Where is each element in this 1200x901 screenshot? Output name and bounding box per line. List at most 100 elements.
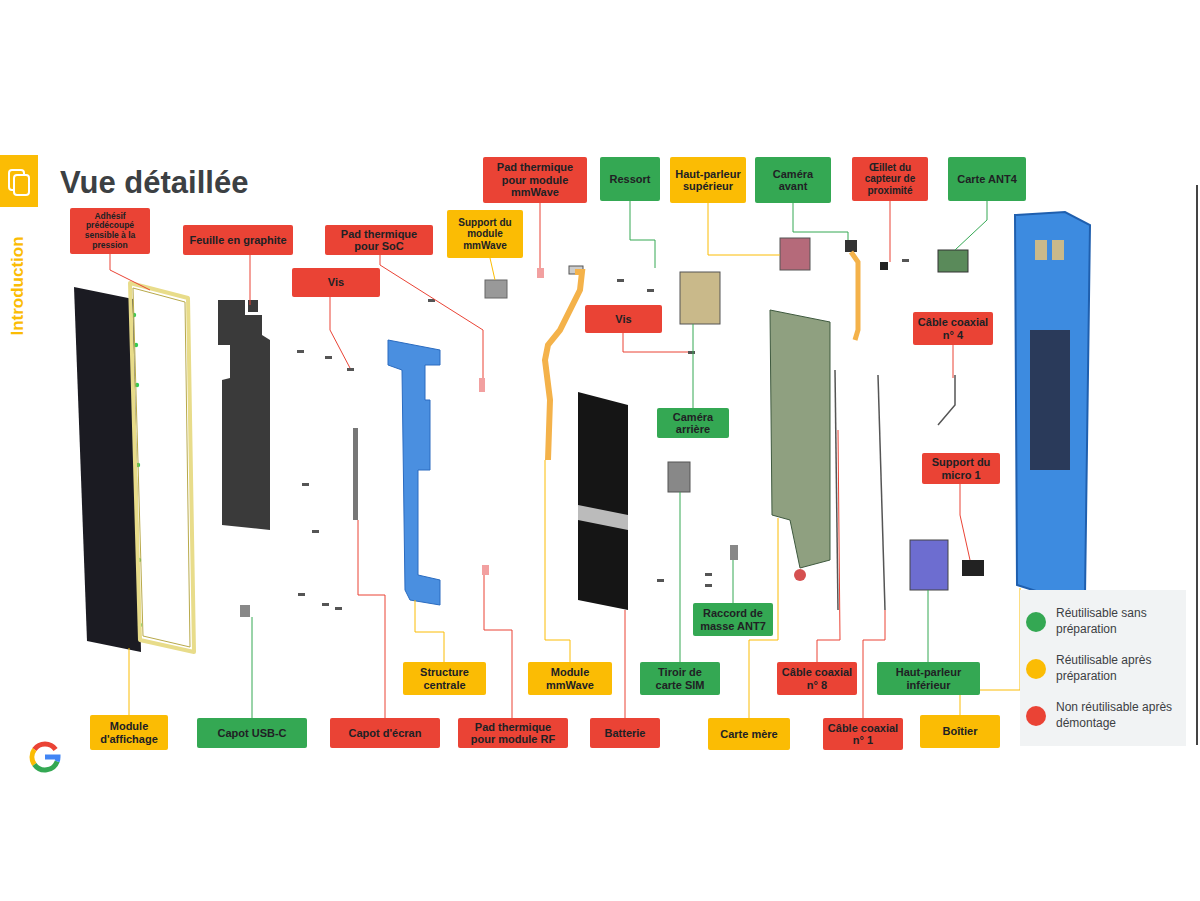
leader-line xyxy=(693,324,694,408)
leader-line xyxy=(953,345,954,378)
adhesive-frame xyxy=(133,288,190,647)
motherboard xyxy=(770,310,830,568)
callout-box: Caméra avant xyxy=(755,157,831,203)
leader-line xyxy=(625,610,626,718)
google-logo xyxy=(32,744,58,770)
callout-box: Câble coaxial n° 1 xyxy=(823,718,903,750)
leader-line xyxy=(250,255,251,305)
callout-box: Tiroir de carte SIM xyxy=(640,662,720,695)
callout-box: Ressort xyxy=(600,157,660,201)
front-camera-flex xyxy=(851,252,858,340)
callout-text: Vis xyxy=(328,276,344,288)
usb-cover xyxy=(240,605,250,617)
coax-cable xyxy=(938,375,955,425)
callout-box: Haut-parleur inférieur xyxy=(877,662,980,695)
leader-line xyxy=(380,255,483,378)
callout-text: Support du module mmWave xyxy=(451,217,519,251)
logo-arc xyxy=(34,761,57,770)
leader-lines xyxy=(110,201,1020,718)
legend-row: Réutilisable sans préparation xyxy=(1026,598,1180,645)
screw xyxy=(347,368,354,371)
callout-text: Ressort xyxy=(610,173,651,185)
screw xyxy=(325,356,332,359)
callout-box: Pad thermique pour SoC xyxy=(325,225,433,255)
front-camera xyxy=(845,240,857,252)
graphite-sheet xyxy=(218,300,270,530)
callout-text: Support du micro 1 xyxy=(926,456,996,481)
frame-rule xyxy=(1196,185,1198,745)
leader-line xyxy=(484,575,512,718)
thermal-pad xyxy=(479,378,485,392)
leader-line xyxy=(793,203,848,240)
mmwave-flex xyxy=(545,272,582,460)
callout-text: Câble coaxial n° 8 xyxy=(781,666,853,691)
legend-swatch xyxy=(1026,659,1046,679)
screw xyxy=(297,350,304,353)
callout-box: Adhésif prédécoupé sensible à la pressio… xyxy=(70,208,150,254)
legend-text: Réutilisable sans préparation xyxy=(1056,606,1180,637)
legend-row: Réutilisable après préparation xyxy=(1026,645,1180,692)
callout-text: Batterie xyxy=(605,727,646,739)
callout-text: Module d'affichage xyxy=(94,720,164,745)
screw xyxy=(902,259,909,262)
callout-box: Feuille en graphite xyxy=(183,225,293,255)
coax-cable xyxy=(878,375,885,610)
callout-text: Caméra arrière xyxy=(661,411,725,436)
callout-text: Carte mère xyxy=(720,728,777,740)
callout-text: Pad thermique pour SoC xyxy=(329,228,429,253)
leader-line xyxy=(928,590,929,662)
adhesive-frame xyxy=(130,283,194,652)
callout-text: Haut-parleur supérieur xyxy=(674,168,742,193)
screw xyxy=(302,483,309,486)
leader-line xyxy=(960,588,1020,715)
legend-row: Non réutilisable après démontage xyxy=(1026,692,1180,739)
leader-line xyxy=(733,560,734,603)
ground-clip xyxy=(730,545,738,560)
callout-box: Boîtier xyxy=(920,715,1000,748)
callout-box: Raccord de masse ANT7 xyxy=(693,603,773,636)
leader-line xyxy=(415,600,444,662)
logo-arc xyxy=(34,744,55,749)
callout-text: Tiroir de carte SIM xyxy=(644,666,716,691)
callout-text: Module mmWave xyxy=(532,666,608,691)
leader-line xyxy=(630,201,655,268)
callout-box: Structure centrale xyxy=(403,662,486,695)
callout-box: Module mmWave xyxy=(528,662,612,695)
battery-label xyxy=(578,505,628,530)
leader-line xyxy=(680,492,681,662)
callout-box: Support du micro 1 xyxy=(922,453,1000,484)
icon-page xyxy=(14,175,29,195)
logo-arc xyxy=(45,757,58,761)
callout-text: Capot USB-C xyxy=(217,727,286,739)
callout-text: Vis xyxy=(615,313,631,325)
page-title: Vue détaillée xyxy=(60,163,248,203)
lower-speaker xyxy=(910,540,948,590)
screw xyxy=(335,607,342,610)
housing-component xyxy=(1035,240,1047,260)
leader-line xyxy=(955,201,987,250)
leader-line xyxy=(890,201,891,262)
callout-text: Adhésif prédécoupé sensible à la pressio… xyxy=(74,212,146,250)
callout-box: Vis xyxy=(585,305,662,333)
logo-arc xyxy=(32,750,34,765)
callout-box: Œillet du capteur de proximité xyxy=(852,157,928,201)
screw xyxy=(647,289,654,292)
ant4-board xyxy=(938,250,968,272)
legend-swatch xyxy=(1026,612,1046,632)
callout-text: Feuille en graphite xyxy=(189,234,286,246)
leader-line xyxy=(540,203,541,268)
callout-text: Structure centrale xyxy=(407,666,482,691)
legend-panel: Réutilisable sans préparationRéutilisabl… xyxy=(1020,590,1186,746)
callout-text: Pad thermique pour module mmWave xyxy=(487,161,583,198)
thermal-pad xyxy=(482,565,489,575)
callout-text: Carte ANT4 xyxy=(957,173,1017,185)
screw xyxy=(705,584,712,587)
mmwave-bracket xyxy=(485,280,507,298)
leader-line xyxy=(817,430,840,662)
leader-line xyxy=(358,520,385,718)
callout-text: Haut-parleur inférieur xyxy=(881,666,976,691)
upper-speaker xyxy=(780,238,810,270)
callout-box: Capot USB-C xyxy=(197,718,307,748)
